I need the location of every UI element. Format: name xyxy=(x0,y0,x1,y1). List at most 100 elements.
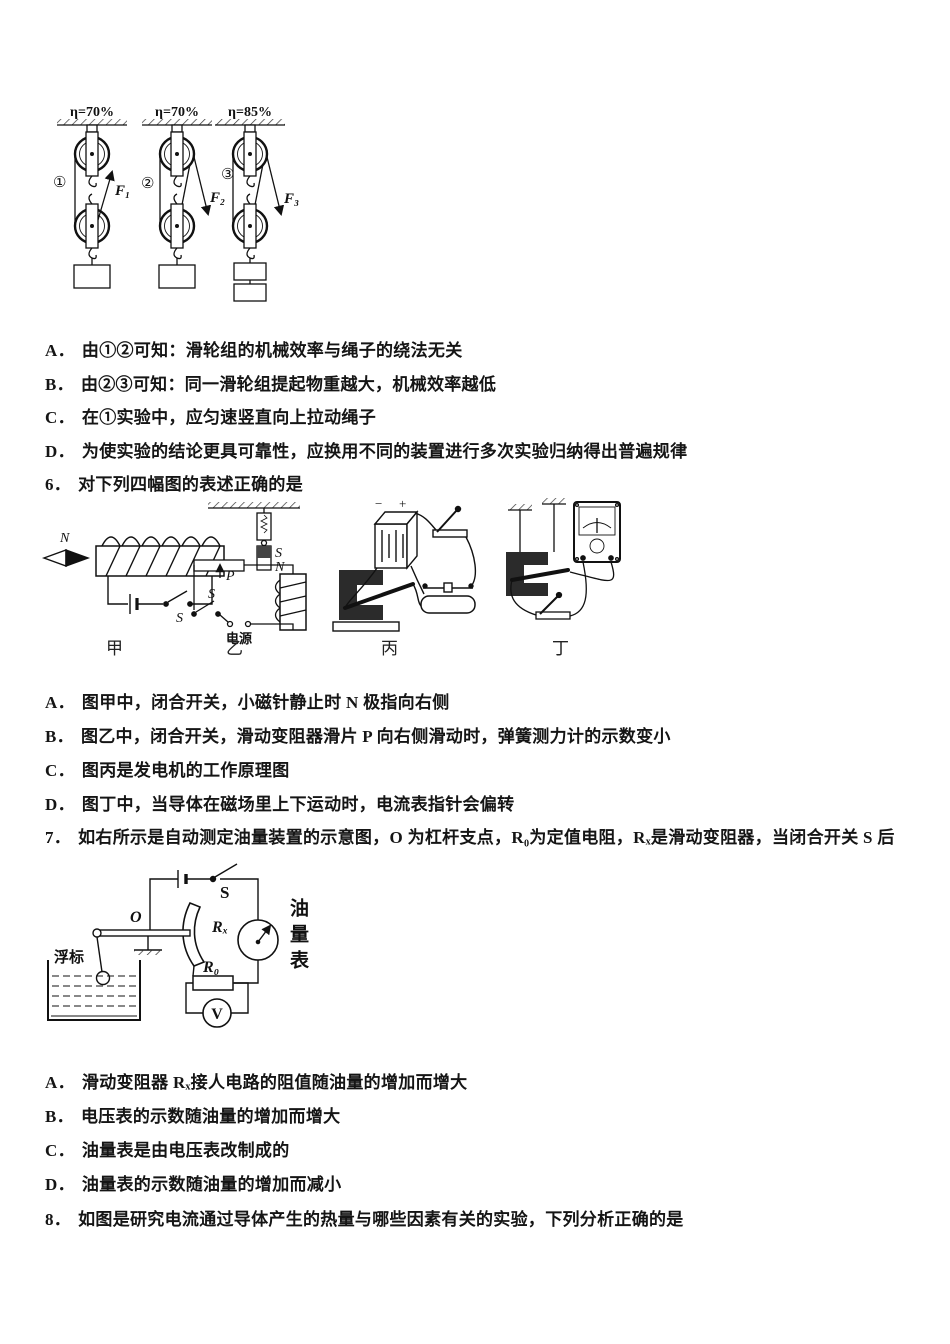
circled-number: ① xyxy=(53,175,66,191)
power-terminal xyxy=(244,620,252,628)
ceiling-hatch xyxy=(142,119,212,125)
rheostat-plate xyxy=(182,901,206,967)
pulley-system-2: η=70% F₂ ② xyxy=(141,105,225,289)
q5-option-d: D． 为使实验的结论更具可靠性，应换用不同的装置进行多次实验归纳得出普遍规律 xyxy=(45,437,687,462)
float-label: 浮标 xyxy=(54,948,84,966)
compass-needle xyxy=(41,549,67,567)
option-text: 油量表是由电压表改制成的 xyxy=(81,1141,290,1160)
q6-option-d: D．图丁中，当导体在磁场里上下运动时，电流表指针会偏转 xyxy=(45,790,514,815)
switch xyxy=(191,611,197,617)
weight xyxy=(73,264,111,289)
figure-label-jia: 甲 xyxy=(106,639,123,658)
float-ball xyxy=(95,970,111,986)
fulcrum-label: O xyxy=(130,909,142,926)
circled-number: ② xyxy=(141,176,154,192)
pulley-figure: η=70% F₁ ① η=70% xyxy=(53,105,299,302)
diagram-bing: − + xyxy=(332,496,477,632)
switch xyxy=(163,601,169,607)
question-number: 6． xyxy=(45,475,72,494)
float-rod xyxy=(96,936,103,973)
lever-joint xyxy=(92,928,102,938)
diagram-ding xyxy=(506,498,621,620)
q7-option-a: A．滑动变阻器 Rₓ接人电路的阻值随油量的增加而增大 xyxy=(45,1068,467,1093)
circled-number: ③ xyxy=(221,167,234,183)
option-text: 油量表的示数随油量的增加而减小 xyxy=(81,1175,342,1194)
wire xyxy=(149,878,178,933)
force-arrow xyxy=(97,170,115,221)
figure-label-yi: 乙 xyxy=(226,639,243,658)
battery-plus-label: + xyxy=(399,496,406,511)
q7-option-b: B．电压表的示数随油量的增加而增大 xyxy=(45,1102,340,1127)
wire xyxy=(410,565,425,595)
question-text: 如右所示是自动测定油量装置的示意图，O 为杠杆支点，R₀为定值电阻，Rₓ是滑动变… xyxy=(78,828,895,847)
pulley-system-1: η=70% F₁ ① xyxy=(53,105,130,289)
option-label: A． xyxy=(45,1073,75,1092)
wire xyxy=(234,960,259,984)
knife-switch xyxy=(432,529,468,538)
weight xyxy=(233,283,267,302)
efficiency-label: η=70% xyxy=(155,105,199,120)
force-arrow xyxy=(266,156,285,217)
question-text: 如图是研究电流通过导体产生的热量与哪些因素有关的实验，下列分析正确的是 xyxy=(78,1210,684,1229)
q5-option-c: C． 在①实验中，应匀速竖直向上拉动绳子 xyxy=(45,403,376,428)
wire xyxy=(569,561,587,617)
q8-stem: 8． 如图是研究电流通过导体产生的热量与哪些因素有关的实验，下列分析正确的是 xyxy=(45,1205,684,1230)
wire xyxy=(412,583,422,607)
question-text: 对下列四幅图的表述正确的是 xyxy=(78,475,304,494)
force-label: F₁ xyxy=(114,183,130,199)
conductor-rod xyxy=(343,582,415,610)
weight xyxy=(158,264,196,289)
q6-option-b: B．图乙中，闭合开关，滑动变阻器滑片 P 向右侧滑动时，弹簧测力计的示数变小 xyxy=(45,722,671,747)
q6-option-c: C．图丙是发电机的工作原理图 xyxy=(45,756,290,781)
option-text: 图甲中，闭合开关，小磁针静止时 N 极指向右侧 xyxy=(81,693,450,712)
battery-minus-label: − xyxy=(375,496,382,511)
weight xyxy=(233,262,267,281)
q7-option-c: C． 油量表是由电压表改制成的 xyxy=(45,1136,290,1161)
question-number: 8． xyxy=(45,1210,72,1229)
option-label: D． xyxy=(45,442,75,461)
option-label: B． xyxy=(45,727,74,746)
option-label: C． xyxy=(45,408,75,427)
voltmeter-label: V xyxy=(211,1006,223,1023)
compass-n-label: N xyxy=(59,531,70,546)
option-label: A． xyxy=(45,341,75,360)
diagram-jia: N S xyxy=(41,531,225,626)
ceiling-hatch xyxy=(208,502,300,508)
conductor-rod xyxy=(510,568,570,582)
force-arrow xyxy=(193,156,212,217)
q6-option-a: A．图甲中，闭合开关，小磁针静止时 N 极指向右侧 xyxy=(45,688,450,713)
option-label: B． xyxy=(45,1107,74,1126)
q5-option-b: B．由②③可知：同一滑轮组提起物重越大，机械效率越低 xyxy=(45,370,496,395)
q7-option-d: D． 油量表的示数随油量的增加而减小 xyxy=(45,1170,341,1195)
diagram-yi: S N P S 电源 xyxy=(191,502,307,646)
wire xyxy=(345,567,378,607)
spring-scale xyxy=(256,512,272,541)
support-hatch xyxy=(542,498,566,504)
tank xyxy=(47,960,141,1021)
horseshoe-magnet xyxy=(506,552,548,596)
wire xyxy=(192,965,195,977)
wire xyxy=(231,982,249,1014)
fixed-resistor xyxy=(192,975,234,991)
q6-stem: 6． 对下列四幅图的表述正确的是 xyxy=(45,470,303,495)
switch-label: S xyxy=(220,883,229,902)
power-terminal xyxy=(226,620,234,628)
option-label: D． xyxy=(45,1175,75,1194)
wire xyxy=(107,576,128,605)
magnet-n-label: N xyxy=(274,560,285,575)
option-text: 图丁中，当导体在磁场里上下运动时，电流表指针会偏转 xyxy=(81,795,515,814)
r0-label: R₀ xyxy=(202,959,219,976)
switch-label: S xyxy=(208,587,215,602)
option-label: C． xyxy=(45,1141,75,1160)
slider-label: P xyxy=(225,569,235,584)
option-text: 为使实验的结论更具可靠性，应换用不同的装置进行多次实验归纳得出普遍规律 xyxy=(81,442,688,461)
option-text: 由①②可知：滑轮组的机械效率与绳子的绕法无关 xyxy=(81,341,463,360)
option-label: B． xyxy=(45,375,74,394)
force-label: F₃ xyxy=(283,191,299,207)
wire xyxy=(569,561,615,582)
magnet-s-label: S xyxy=(275,546,282,561)
switch-label: S xyxy=(176,611,183,626)
option-text: 在①实验中，应匀速竖直向上拉动绳子 xyxy=(81,408,376,427)
force-label: F₂ xyxy=(209,190,225,206)
